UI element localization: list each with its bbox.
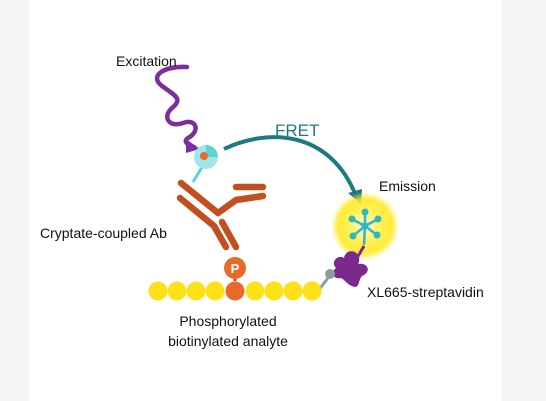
emission-label: Emission	[379, 178, 436, 194]
xl665-label: XL665-streptavidin	[367, 284, 484, 300]
fret-arrow	[223, 135, 358, 197]
figure-card	[29, 0, 502, 401]
fret-label: FRET	[275, 121, 320, 140]
analyte-chain	[148, 281, 322, 301]
analyte-label: Phosphorylated biotinylated analyte	[158, 311, 298, 351]
phosphorylated-bead	[225, 281, 245, 301]
excitation-arrowhead	[186, 139, 200, 153]
excitation-label: Excitation	[116, 53, 177, 69]
antibody	[176, 179, 267, 251]
streptavidin-link	[355, 245, 366, 259]
analyte-label-line1: Phosphorylated	[179, 313, 277, 329]
cryptate-ab-label: Cryptate-coupled Ab	[40, 225, 167, 241]
excitation-wave	[154, 64, 198, 150]
analyte-label-line2: biotinylated analyte	[168, 333, 288, 349]
streptavidin	[333, 251, 368, 287]
acceptor-dots	[348, 208, 382, 240]
phosphate-group	[224, 257, 246, 279]
cryptate-donor-segment	[206, 145, 218, 157]
cryptate-core	[200, 152, 208, 160]
biotin-head	[325, 269, 335, 279]
phosphate-letter: P	[231, 261, 240, 276]
